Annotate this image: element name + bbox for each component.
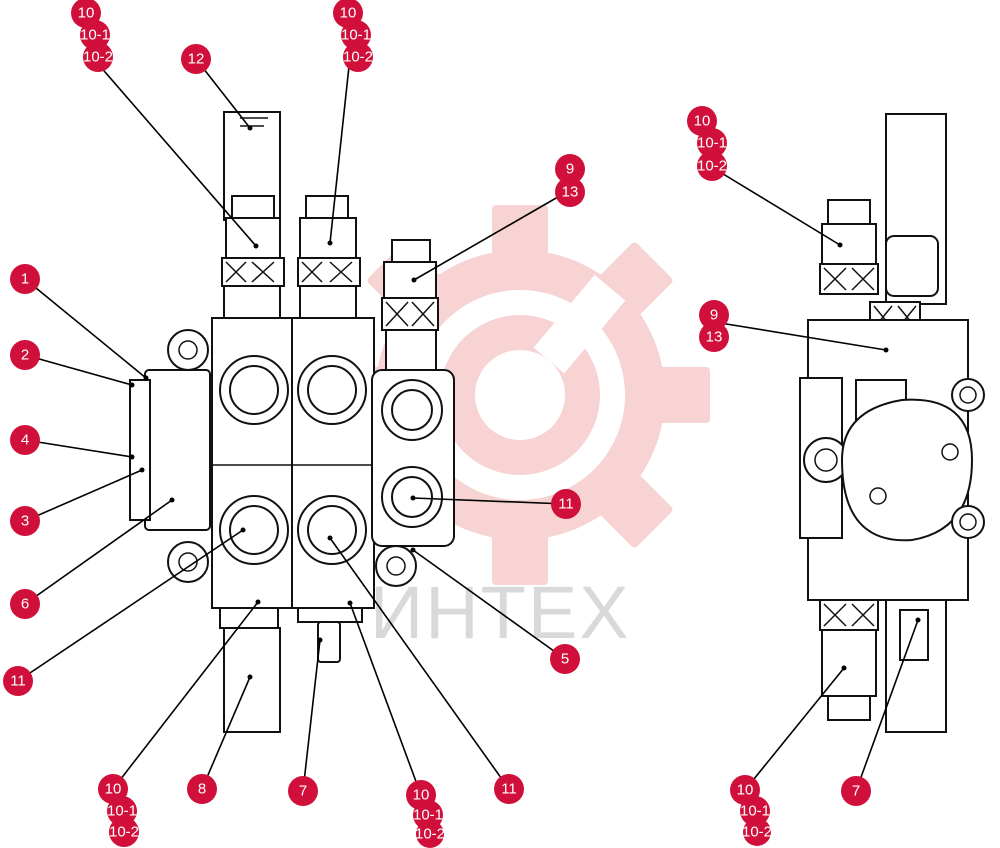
callout-13-left: 13 bbox=[555, 177, 585, 207]
callout-10-1-top-right: 10-1 bbox=[697, 128, 727, 158]
callout-10-2-bottom-right: 10-2 bbox=[742, 818, 772, 846]
callout-10-1-bottom-right: 10-1 bbox=[740, 796, 770, 826]
svg-text:10-1: 10-1 bbox=[697, 135, 727, 152]
callout-12: 12 bbox=[181, 44, 211, 74]
svg-text:12: 12 bbox=[188, 51, 205, 68]
svg-text:1: 1 bbox=[21, 271, 29, 288]
svg-text:9: 9 bbox=[710, 307, 718, 324]
svg-text:11: 11 bbox=[501, 781, 517, 798]
svg-text:4: 4 bbox=[21, 432, 29, 449]
left-valve-assembly bbox=[129, 111, 455, 733]
svg-text:11: 11 bbox=[558, 496, 574, 513]
svg-text:10-2: 10-2 bbox=[742, 824, 772, 841]
svg-text:10-2: 10-2 bbox=[83, 49, 113, 66]
svg-text:10: 10 bbox=[737, 782, 754, 799]
callout-11-left: 11 bbox=[3, 666, 33, 696]
callout-8: 8 bbox=[187, 774, 217, 804]
svg-text:10-1: 10-1 bbox=[341, 27, 371, 44]
callout-11-bottom: 11 bbox=[494, 774, 524, 804]
svg-text:10-2: 10-2 bbox=[343, 49, 373, 66]
callout-4: 4 bbox=[10, 425, 40, 455]
callout-5: 5 bbox=[550, 644, 580, 674]
callout-10-1-top-mid: 10-1 bbox=[341, 20, 371, 50]
svg-text:10: 10 bbox=[694, 113, 711, 130]
svg-text:10: 10 bbox=[105, 781, 122, 798]
svg-text:7: 7 bbox=[852, 783, 860, 800]
svg-text:8: 8 bbox=[198, 781, 206, 798]
callout-10-2-bottom-mid: 10-2 bbox=[415, 820, 445, 848]
callout-11-right: 11 bbox=[551, 489, 581, 519]
svg-text:10-1: 10-1 bbox=[107, 803, 137, 820]
callout-1: 1 bbox=[10, 264, 40, 294]
svg-text:6: 6 bbox=[21, 596, 29, 613]
callout-2: 2 bbox=[10, 340, 40, 370]
callout-10-2-top-right: 10-2 bbox=[697, 151, 727, 181]
svg-text:10-2: 10-2 bbox=[109, 824, 139, 841]
svg-text:5: 5 bbox=[561, 651, 569, 668]
svg-text:10: 10 bbox=[413, 787, 430, 804]
svg-text:10-1: 10-1 bbox=[740, 803, 770, 820]
callout-7-left: 7 bbox=[288, 776, 318, 806]
callout-10-1-top-left: 10-1 bbox=[80, 20, 110, 50]
svg-text:2: 2 bbox=[21, 347, 29, 364]
svg-text:10-2: 10-2 bbox=[697, 158, 727, 175]
callout-10-2-top-mid: 10-2 bbox=[343, 42, 373, 72]
callout-9-left: 9 bbox=[555, 154, 585, 184]
svg-text:9: 9 bbox=[566, 161, 574, 178]
svg-text:10-1: 10-1 bbox=[80, 27, 110, 44]
svg-text:10: 10 bbox=[78, 5, 95, 22]
svg-text:7: 7 bbox=[299, 783, 307, 800]
callout-3: 3 bbox=[10, 506, 40, 536]
leader-lines bbox=[17, 56, 921, 796]
callout-9-right: 9 bbox=[699, 300, 729, 330]
svg-text:10: 10 bbox=[340, 5, 357, 22]
svg-text:3: 3 bbox=[21, 513, 29, 530]
svg-text:11: 11 bbox=[10, 673, 26, 690]
callout-6: 6 bbox=[10, 589, 40, 619]
right-valve-assembly bbox=[799, 113, 985, 733]
callout-7-right: 7 bbox=[841, 776, 871, 806]
callouts: 1 2 4 3 6 11 12 10 10-1 10-2 10 10-1 10-… bbox=[3, 0, 871, 848]
svg-text:13: 13 bbox=[706, 329, 723, 346]
svg-text:13: 13 bbox=[562, 184, 579, 201]
svg-text:10-1: 10-1 bbox=[413, 807, 443, 824]
callout-10-2-bottom-left: 10-2 bbox=[109, 817, 139, 847]
callout-10-2-top-left: 10-2 bbox=[83, 42, 113, 72]
svg-text:10-2: 10-2 bbox=[415, 826, 445, 843]
callout-13-right: 13 bbox=[699, 322, 729, 352]
